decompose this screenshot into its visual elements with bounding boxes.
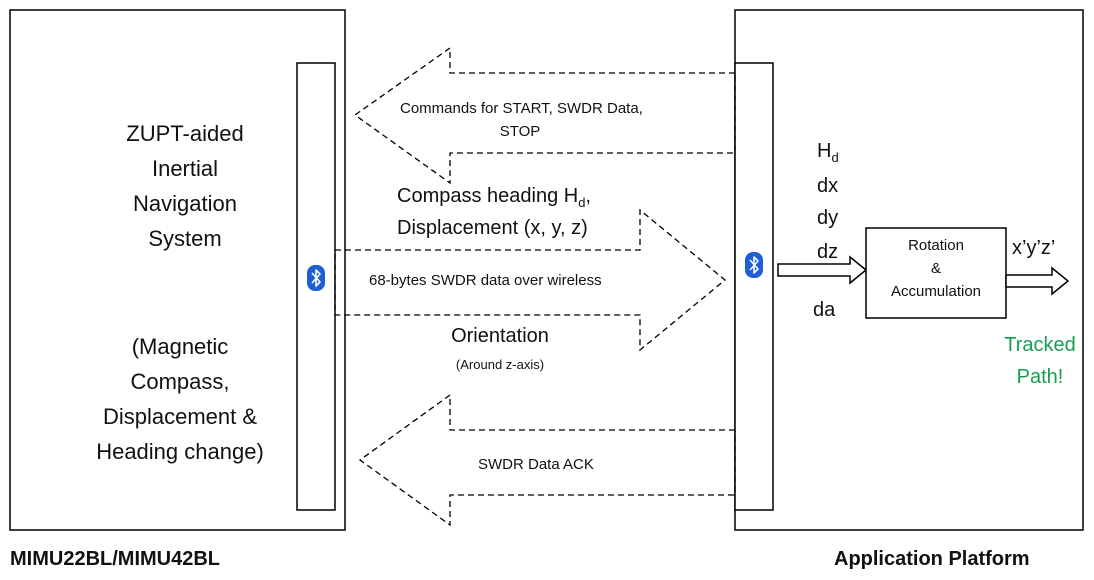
processor-label: Rotation & Accumulation [866,236,1006,302]
compass-label-text: Compass heading H [397,185,579,207]
commands-label-2: STOP [499,123,541,140]
tracked-path-line: Path! [1016,366,1064,388]
tracked-path-label: Tracked Path! [985,333,1094,389]
output-arrow [1005,266,1070,296]
left-subtitle-line: Displacement & [102,404,258,429]
heading-symbol: H [817,140,832,162]
left-title: ZUPT-aided Inertial Navigation System [110,120,260,253]
left-title-line: Inertial [151,156,219,181]
processor-line: & [930,260,941,277]
ack-arrow [358,393,736,527]
commands-label: Commands for START, SWDR Data, [400,100,643,117]
left-title-line: ZUPT-aided [126,121,244,146]
processor-line: Rotation [908,237,964,254]
left-bluetooth-bar [296,62,336,511]
left-title-line: System [148,226,222,251]
right-caption: Application Platform [834,548,1030,570]
data-arrow [334,208,727,352]
input-dx: dx [817,175,839,197]
input-da: da [813,299,836,321]
orientation-label: Orientation [451,325,549,347]
processor-box [865,227,1007,319]
orientation-note: (Around z-axis) [455,357,545,372]
left-subtitle-line: Compass, [130,369,230,394]
displacement-label: Displacement (x, y, z) [397,217,588,239]
output-label: x’y’z’ [1012,237,1056,259]
compass-label: Compass heading Hd, [397,184,591,215]
input-dy: dy [817,207,839,229]
bluetooth-icon [745,252,763,278]
ack-label: SWDR Data ACK [478,456,594,473]
compass-label-suffix: , [585,185,592,207]
left-subtitle: (Magnetic Compass, Displacement & Headin… [60,333,300,466]
processor-line: Accumulation [890,283,982,300]
right-bluetooth-bar [734,62,774,511]
tracked-path-line: Tracked [1004,334,1076,356]
bluetooth-icon [307,265,325,291]
input-dz: dz [817,241,839,263]
heading-subscript: d [831,150,839,165]
swdr-data-label: 68-bytes SWDR data over wireless [369,272,602,289]
commands-arrow [353,46,736,185]
left-device-box [9,9,346,531]
heading-input: Hd [817,139,839,170]
input-arrow [777,255,868,285]
left-subtitle-line: (Magnetic [131,334,229,359]
left-subtitle-line: Heading change) [96,439,264,464]
left-title-line: Navigation [133,191,237,216]
compass-subscript: d [578,195,586,210]
left-caption: MIMU22BL/MIMU42BL [10,548,221,570]
